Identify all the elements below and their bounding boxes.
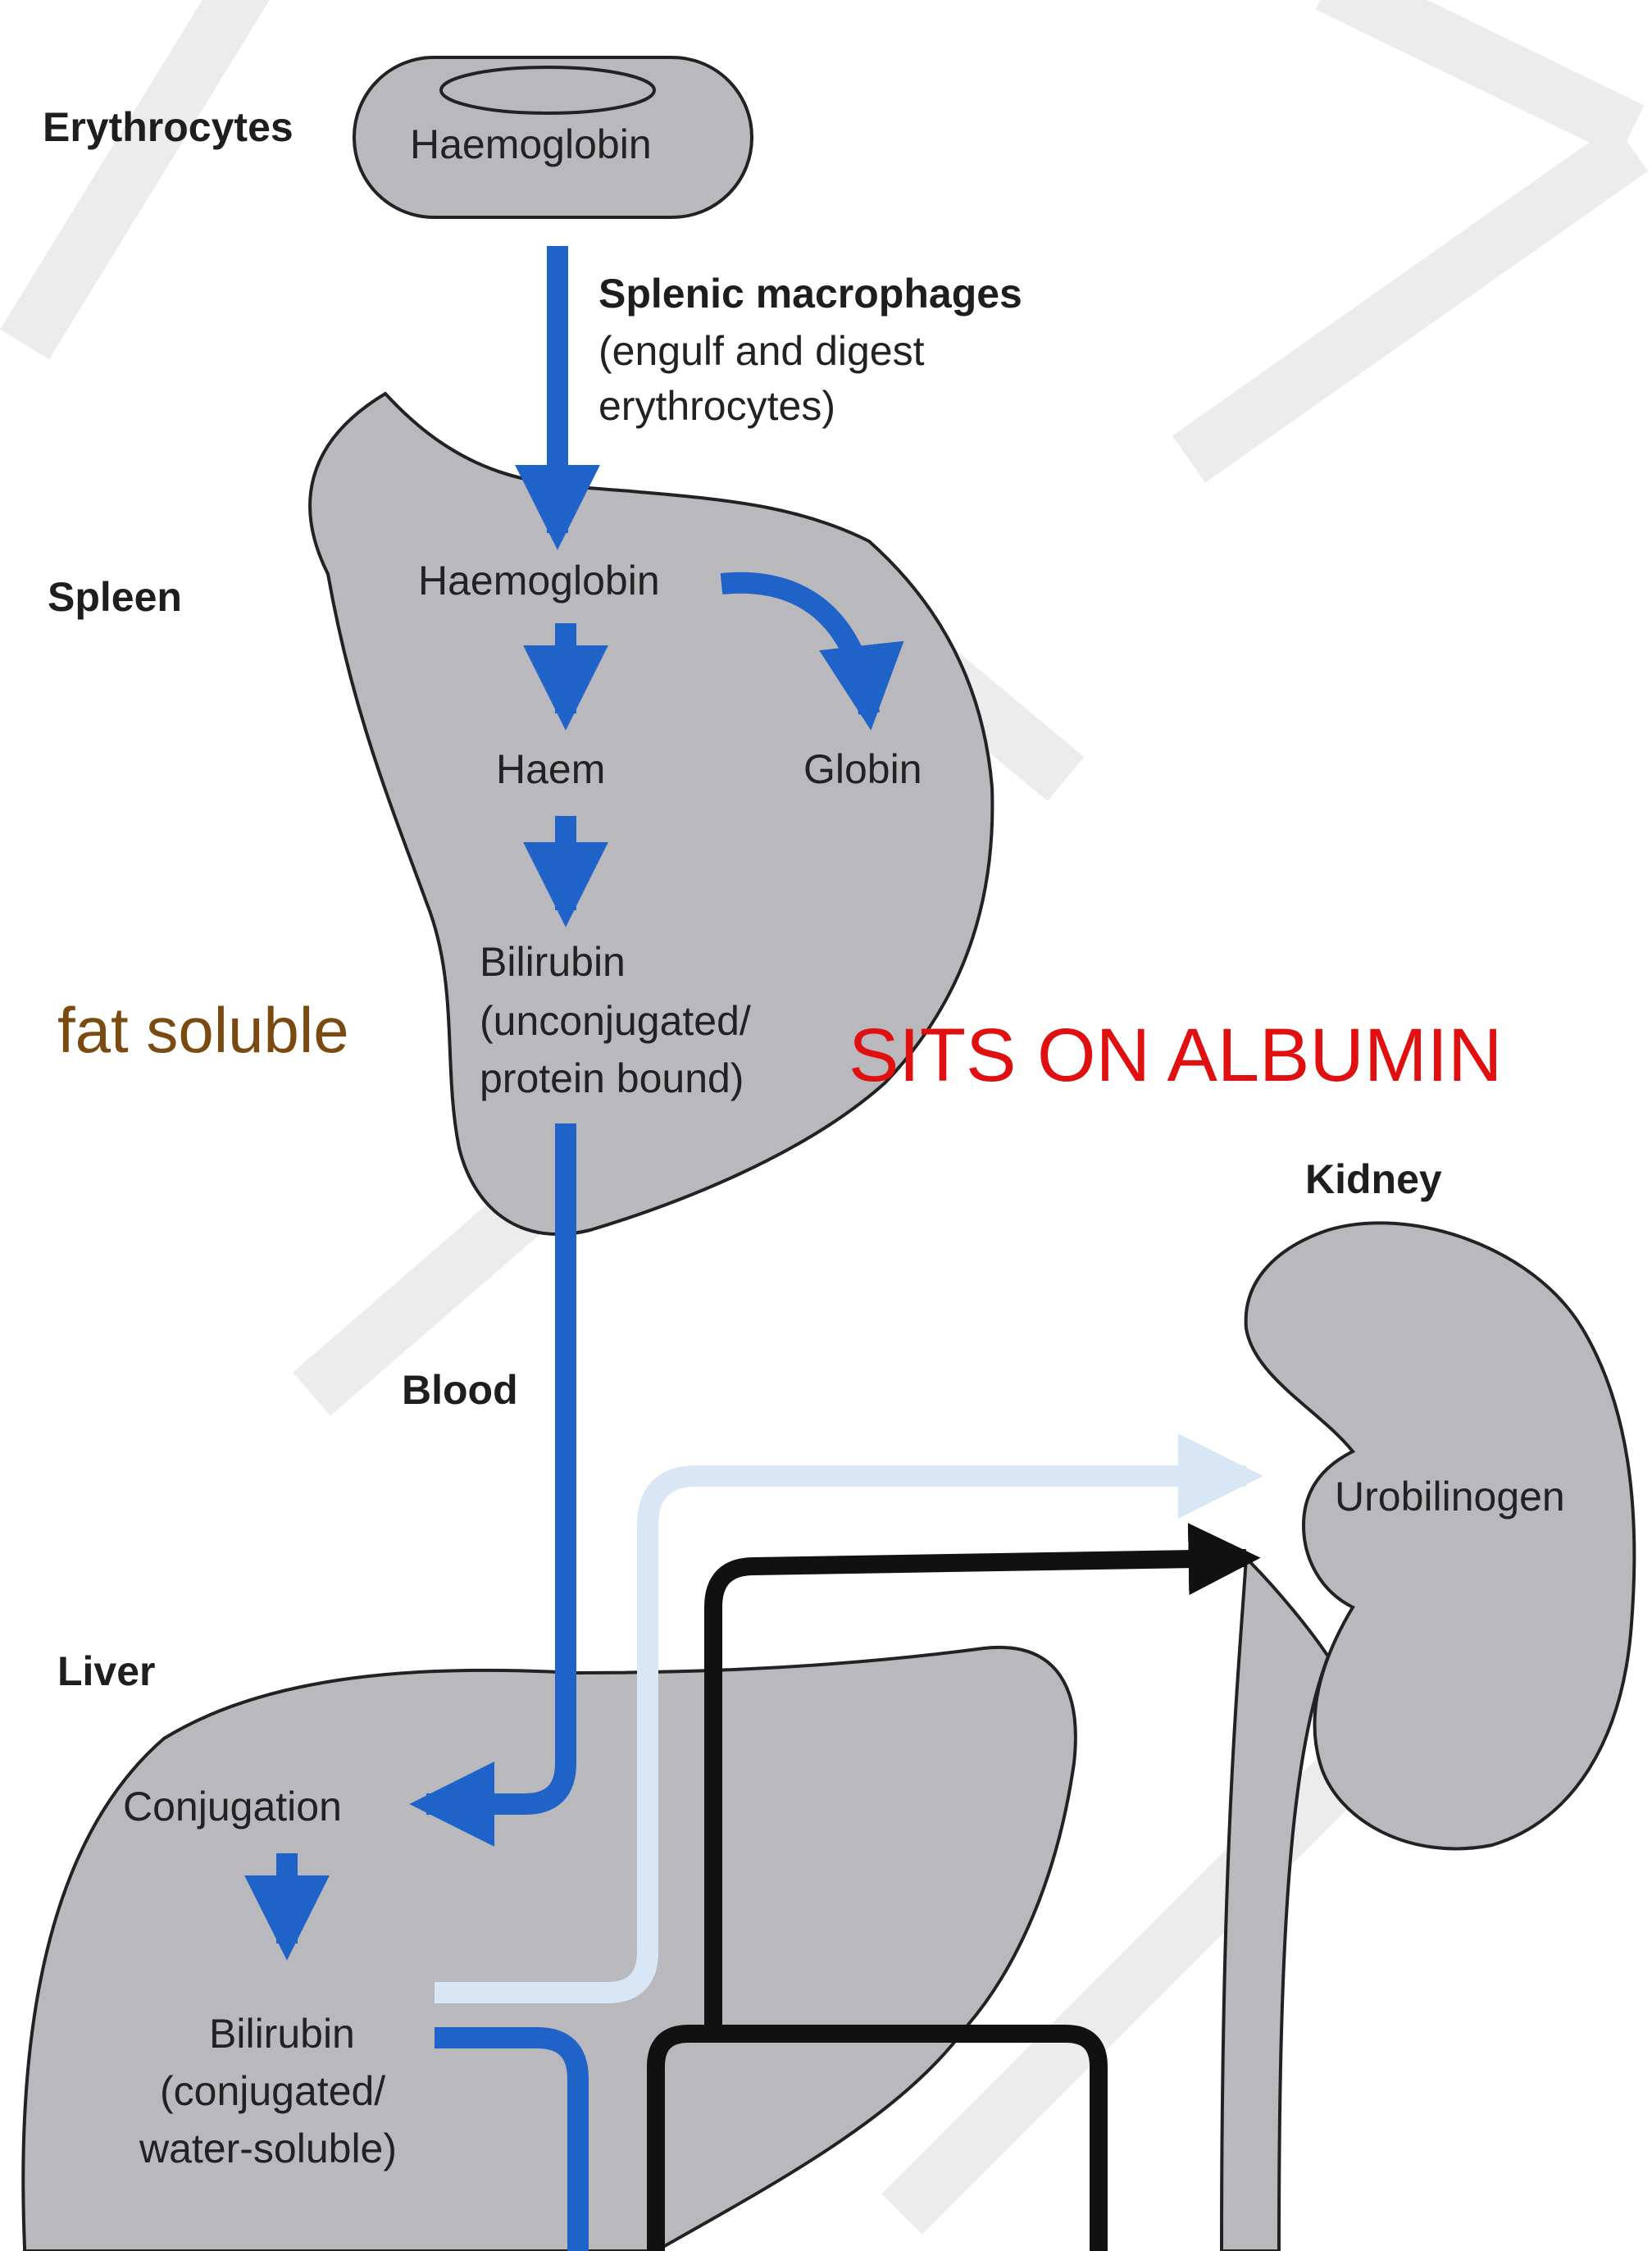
- bilirubin-conjugated-line-1: Bilirubin: [209, 2011, 355, 2057]
- erythrocytes-label: Erythrocytes: [43, 104, 294, 150]
- ureter-shape: [1222, 1558, 1328, 2251]
- conjugation-label: Conjugation: [123, 1784, 342, 1830]
- bilirubin-unconjugated-line-2: (unconjugated/: [480, 998, 751, 1044]
- bilirubin-unconjugated-line-1: Bilirubin: [480, 939, 626, 985]
- bilirubin-conjugated-line-2: (conjugated/: [160, 2068, 385, 2114]
- blood-label: Blood: [402, 1367, 518, 1413]
- spleen-shape: [310, 394, 992, 1234]
- haemoglobin-spleen-label: Haemoglobin: [418, 558, 660, 604]
- haemoglobin-cell-label: Haemoglobin: [410, 121, 652, 167]
- fat-soluble-annotation: fat soluble: [57, 994, 349, 1066]
- globin-label: Globin: [803, 746, 922, 792]
- bilirubin-unconjugated-line-3: protein bound): [480, 1055, 744, 1101]
- urobilinogen-label: Urobilinogen: [1335, 1474, 1565, 1520]
- bilirubin-conjugated-line-3: water-soluble): [139, 2126, 397, 2171]
- spleen-label: Spleen: [48, 574, 182, 620]
- liver-label: Liver: [57, 1648, 156, 1694]
- haem-label: Haem: [496, 746, 605, 792]
- splenic-note-line-1: (engulf and digest: [598, 328, 925, 374]
- splenic-note-line-2: erythrocytes): [598, 383, 835, 429]
- sits-on-albumin-annotation: SITS ON ALBUMIN: [849, 1014, 1503, 1097]
- kidney-label: Kidney: [1305, 1156, 1442, 1202]
- splenic-macrophages-label: Splenic macrophages: [598, 271, 1022, 317]
